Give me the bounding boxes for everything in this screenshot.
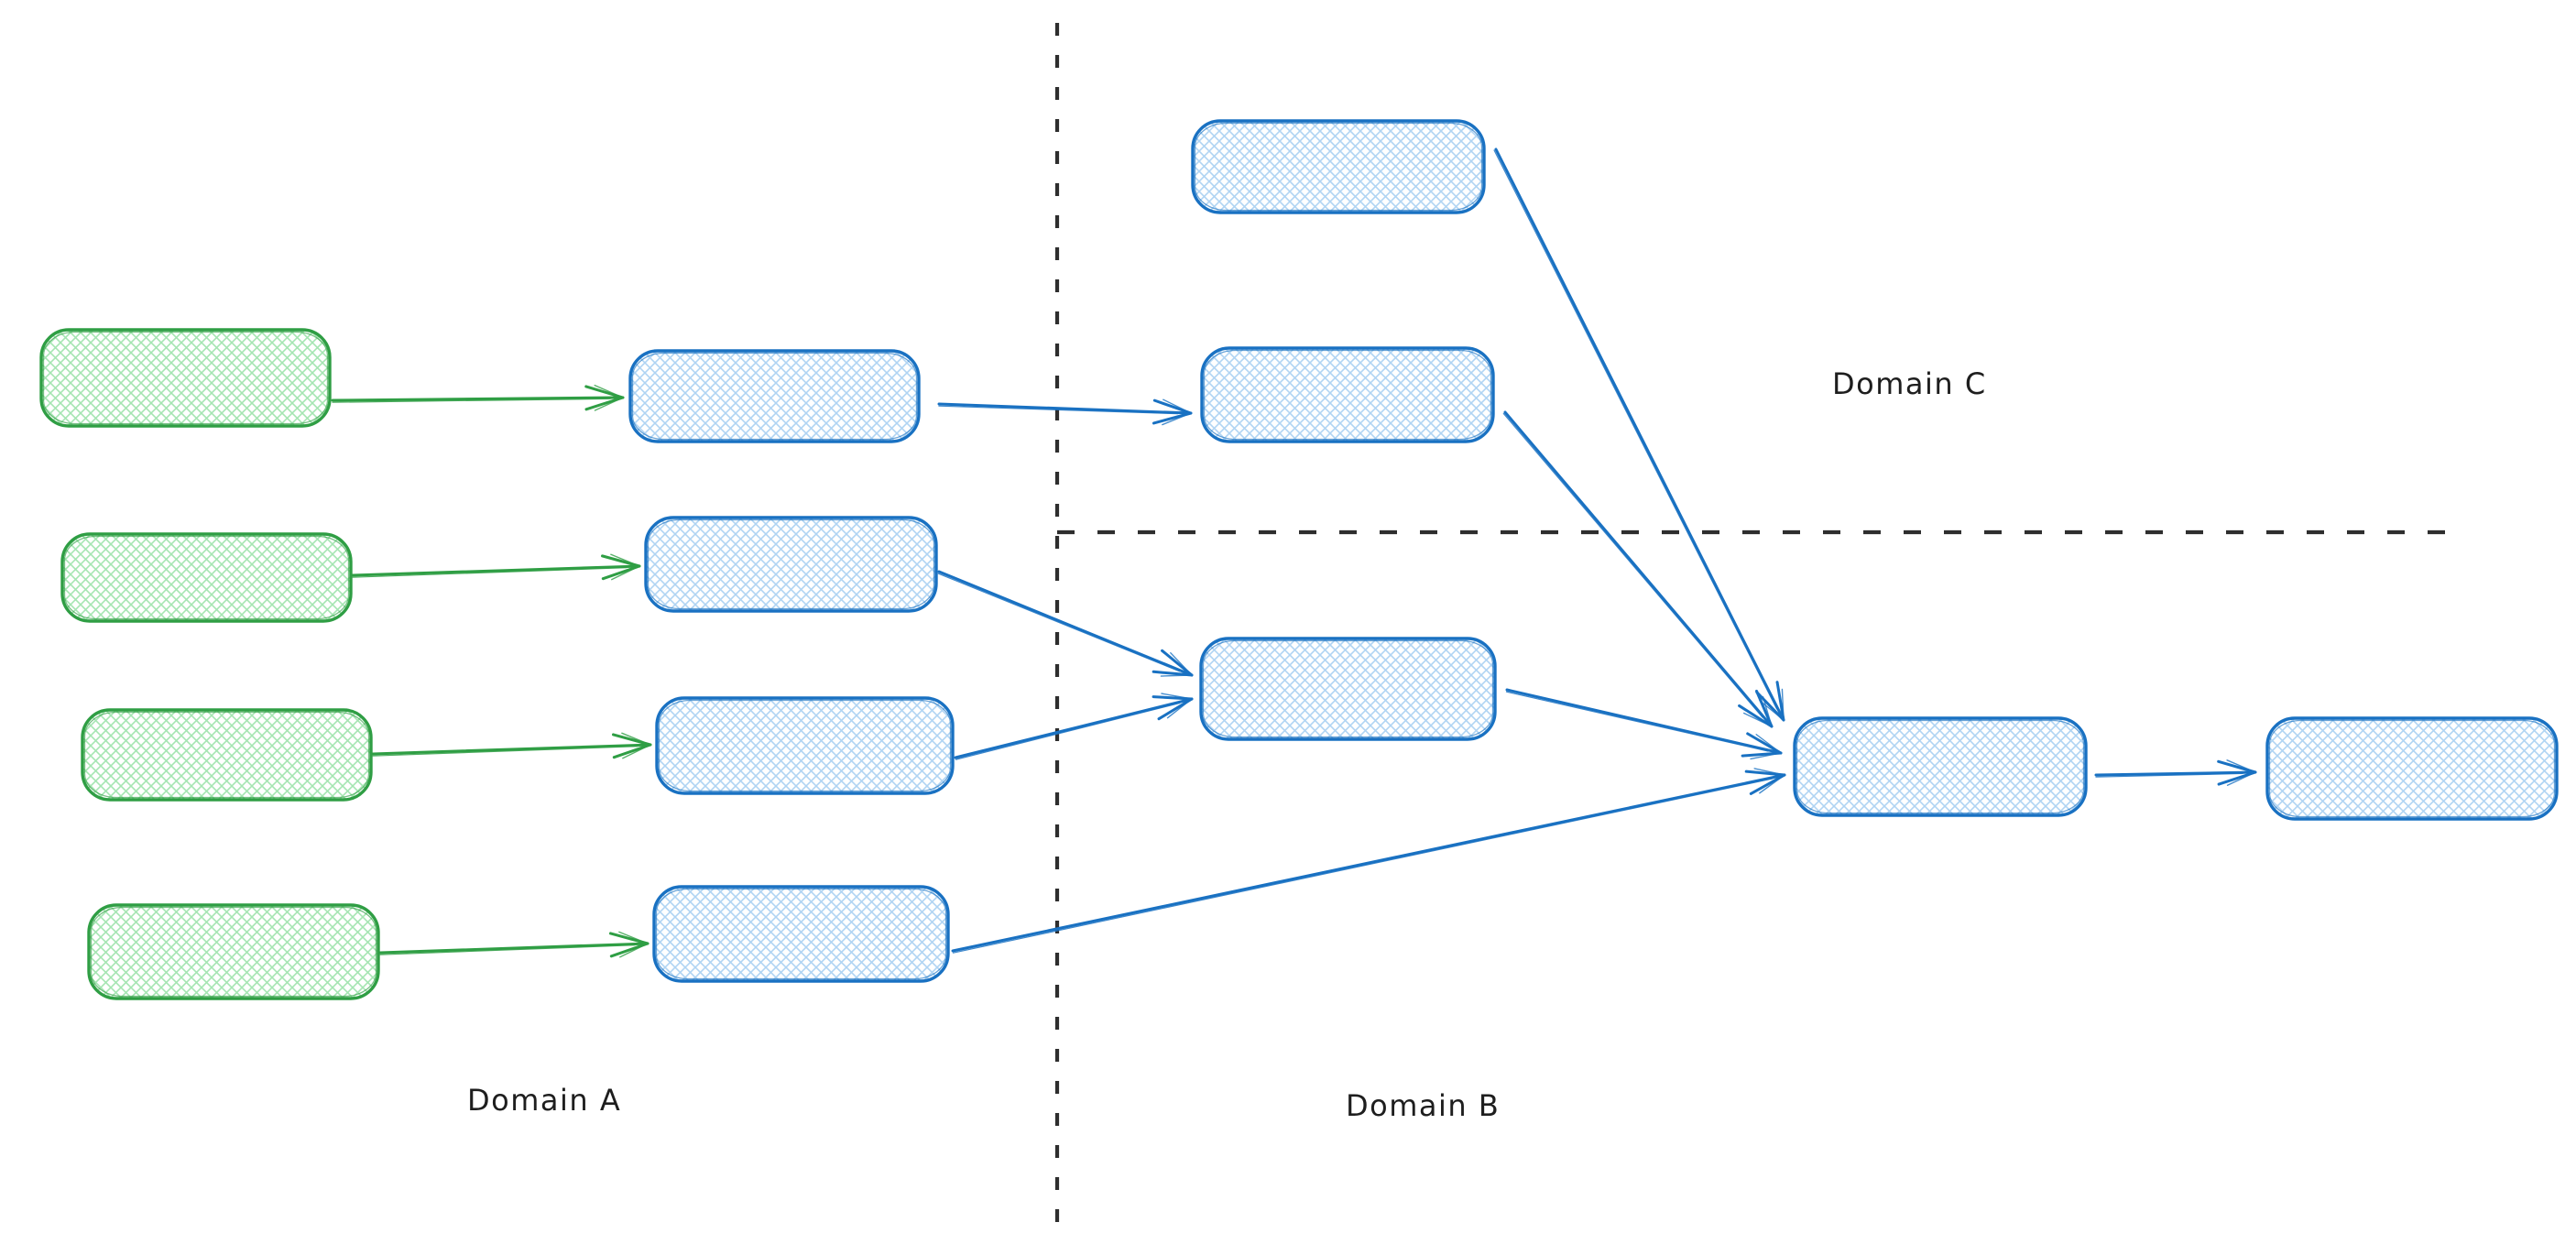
node-c-mid: [1200, 346, 1495, 443]
node-c-top: [1191, 119, 1486, 214]
node-source-3: [81, 708, 373, 802]
arrow-b-mid-to-b-hub: [1505, 688, 1783, 760]
arrow-source-1-to-proc-1: [331, 384, 625, 411]
arrow-source-3-to-proc-3: [371, 732, 652, 759]
arrow-source-4-to-proc-4: [378, 931, 649, 958]
arrow-c-mid-to-b-hub: [1502, 410, 1774, 728]
node-proc-4: [652, 885, 950, 983]
node-proc-2: [644, 516, 938, 613]
arrow-proc-1-to-c-mid: [937, 398, 1193, 426]
label-domain-c: Domain C: [1832, 366, 1987, 401]
node-proc-1: [628, 349, 921, 443]
arrow-proc-3-to-b-mid: [954, 693, 1194, 760]
arrow-c-top-to-b-hub: [1493, 147, 1785, 722]
node-source-2: [60, 532, 353, 623]
node-b-hub: [1793, 716, 2088, 817]
node-b-out: [2265, 716, 2559, 821]
arrow-proc-4-to-b-hub: [951, 768, 1786, 954]
label-domain-b: Domain B: [1346, 1088, 1500, 1123]
node-source-4: [87, 903, 380, 1000]
label-domain-a: Domain A: [467, 1083, 621, 1118]
arrow-source-2-to-proc-2: [351, 553, 641, 581]
node-source-1: [39, 328, 332, 428]
node-proc-3: [655, 696, 955, 795]
arrow-b-hub-to-b-out: [2094, 759, 2257, 786]
arrow-proc-2-to-b-mid: [937, 570, 1194, 677]
node-b-mid: [1199, 637, 1497, 741]
